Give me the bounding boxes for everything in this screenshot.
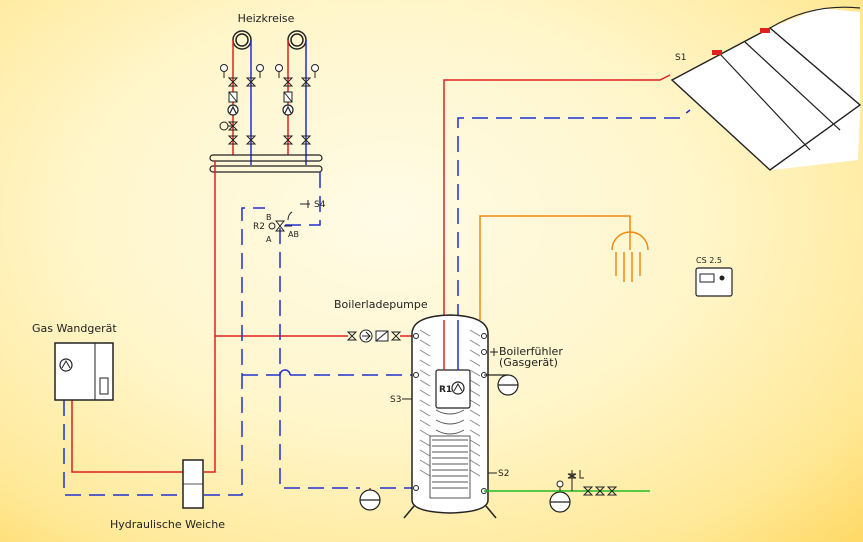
gas-wall-boiler: Gas Wandgerät	[32, 322, 117, 401]
circuit-pump-icons	[227, 104, 294, 116]
valve-r2-label: R2	[253, 222, 265, 232]
boiler-pump-icon	[59, 358, 73, 372]
heating-circuits-label: Heizkreise	[238, 12, 295, 25]
return-pipes	[63, 109, 691, 496]
heating-circuits: Heizkreise	[219, 12, 319, 165]
three-way-valve-r2: R2 B A AB	[253, 211, 299, 244]
shutoff-valve-icons	[227, 77, 312, 145]
heating-coil-1	[232, 30, 252, 50]
mixing-valve-icon	[219, 121, 239, 131]
boiler-sensor: Boilerfühler (Gasgerät)	[490, 345, 563, 369]
solar-station-r1: R1	[435, 320, 471, 409]
boiler-charge-pump	[346, 329, 402, 343]
valve-port-a-label: A	[266, 235, 272, 244]
hydraulic-switch-label: Hydraulische Weiche	[110, 518, 225, 531]
distribution-manifold	[209, 154, 323, 173]
tank-insulation-pattern	[419, 329, 481, 477]
collector-connectors	[712, 28, 770, 55]
hot-water-line	[479, 215, 649, 320]
heating-coil-2	[287, 30, 307, 50]
sensor-s3: S3	[390, 395, 412, 405]
gas-boiler-label: Gas Wandgerät	[32, 322, 117, 335]
sensor-s4: S4	[300, 200, 326, 210]
supply-pipes	[71, 74, 671, 473]
solar-controller: CS 2.5	[695, 256, 733, 297]
cold-water-line	[484, 470, 650, 496]
controller-label: CS 2.5	[696, 256, 722, 265]
solar-station-label: R1	[439, 385, 452, 395]
sensor-s2: S2	[488, 469, 509, 479]
pipe-crossover	[279, 369, 291, 376]
check-valve-icons	[228, 91, 293, 103]
storage-tank	[403, 314, 497, 519]
boiler-pump-label: Boilerladepumpe	[334, 298, 428, 311]
valve-port-b-label: B	[266, 213, 272, 222]
sensor-s3-label: S3	[390, 395, 401, 405]
boiler-sensor-label-1: Boilerfühler	[499, 345, 563, 358]
sensor-s2-label: S2	[498, 469, 509, 479]
collector-s1-label: S1	[675, 53, 686, 63]
boiler-sensor-label-2: (Gasgerät)	[499, 356, 558, 369]
solar-collector-array: S1	[670, 6, 862, 171]
valve-port-ab-label: AB	[288, 230, 299, 239]
cold-water-fittings	[556, 470, 618, 496]
sensor-s4-label: S4	[314, 200, 326, 210]
expansion-vessel-icons	[359, 374, 571, 513]
hydraulic-switch: Hydraulische Weiche	[110, 459, 225, 531]
thermometer-icons	[220, 64, 319, 78]
